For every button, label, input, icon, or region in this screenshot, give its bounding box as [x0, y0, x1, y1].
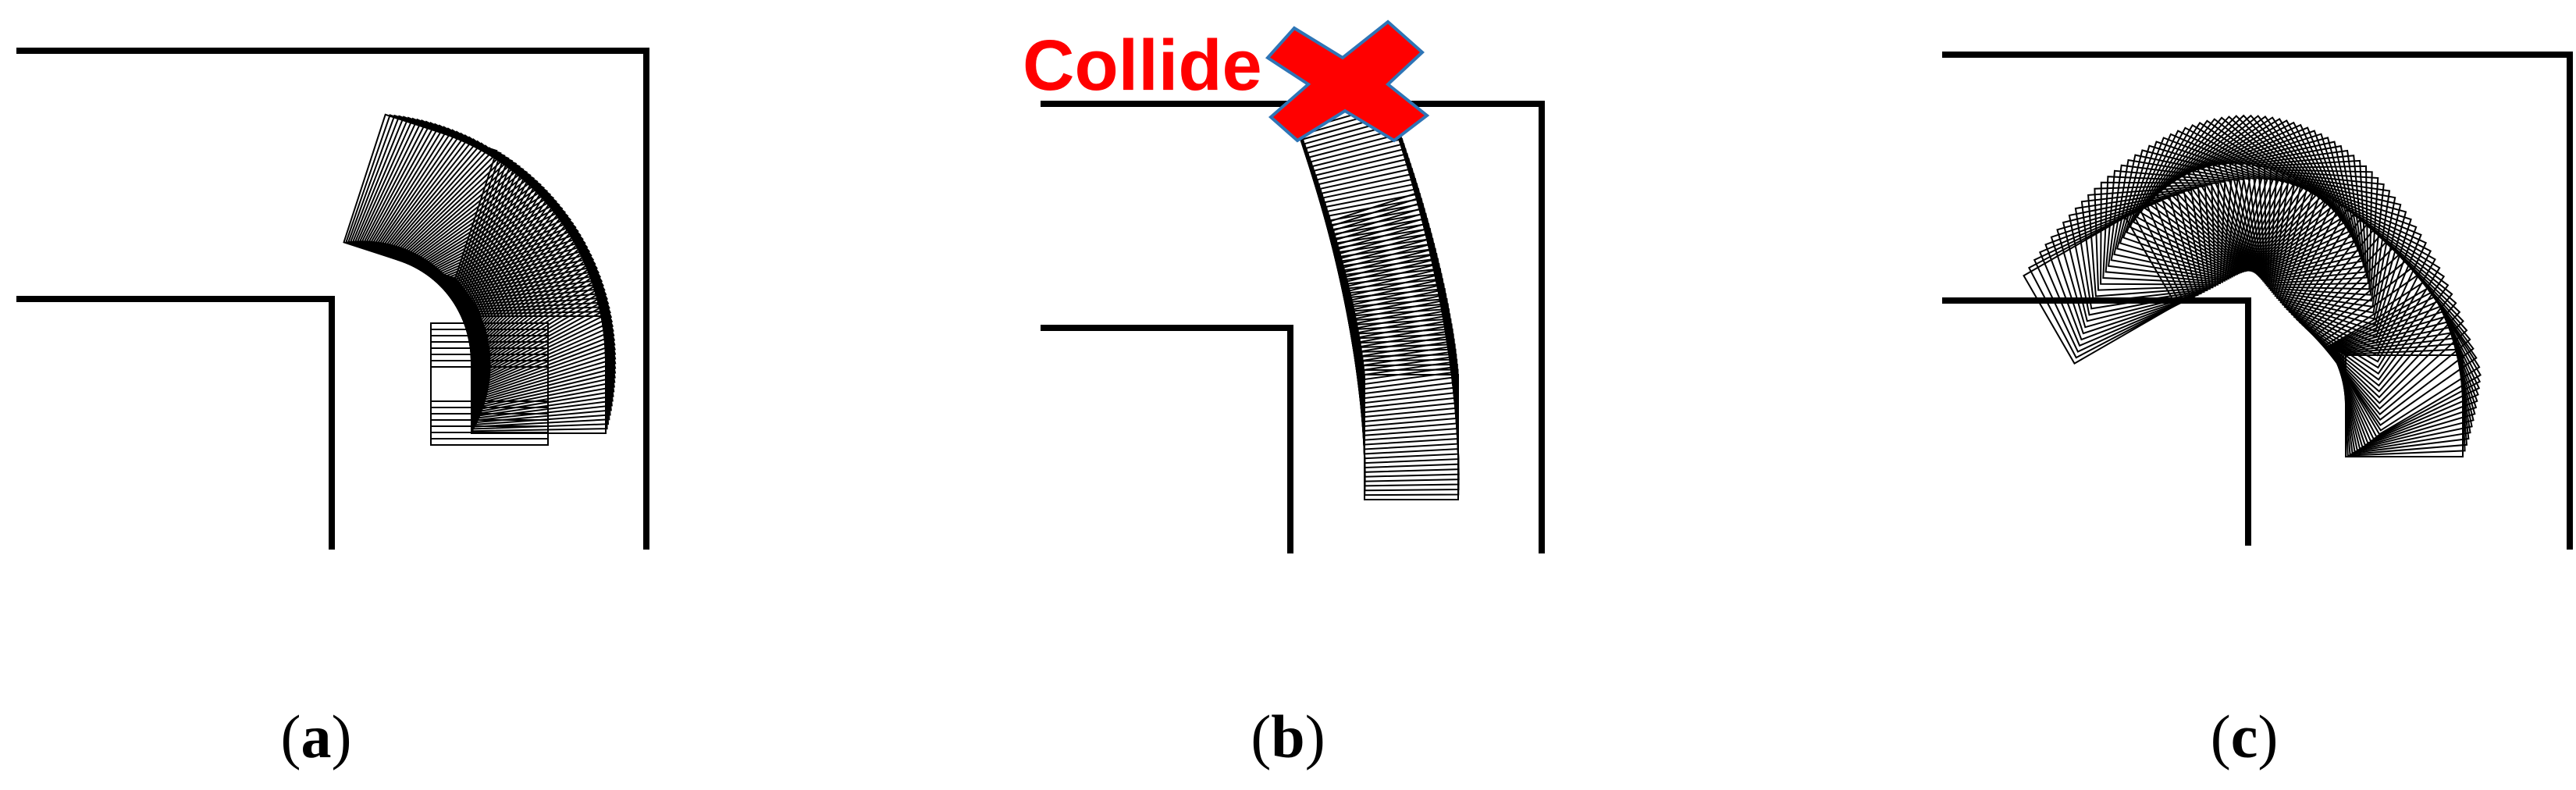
collision-cross-shape: [1265, 20, 1430, 143]
panel-a-inner-wall: [16, 296, 335, 550]
swept-frame: [2325, 280, 2481, 432]
caption-a-open: (: [280, 703, 301, 770]
panel-b-frames: [1287, 73, 1460, 500]
caption-a-letter: a: [301, 703, 332, 770]
swept-frame: [2339, 336, 2470, 454]
swept-frame: [2331, 310, 2478, 447]
swept-frame: [2155, 116, 2313, 272]
swept-frame: [2330, 305, 2478, 444]
cross-icon: [1265, 20, 1430, 143]
swept-frame: [2050, 199, 2196, 335]
swept-frame: [2269, 173, 2385, 302]
swept-frame: [2223, 133, 2357, 277]
swept-frame: [2263, 165, 2369, 286]
swept-frame: [2027, 212, 2181, 359]
swept-frame: [2033, 208, 2185, 353]
swept-frame: [2258, 159, 2368, 285]
swept-frame: [2115, 149, 2257, 279]
swept-frame: [2038, 205, 2189, 347]
panel-a-outer-wall: [16, 48, 649, 550]
swept-frame: [2218, 130, 2355, 276]
swept-frame: [2044, 202, 2193, 341]
swept-frame: [2129, 133, 2279, 276]
swept-frame: [2168, 114, 2325, 272]
swept-frame: [2307, 247, 2464, 404]
panel-a-walls: [16, 48, 649, 550]
swept-frame: [2143, 122, 2300, 273]
swept-frame: [343, 113, 498, 279]
swept-frame: [2074, 189, 2208, 310]
panel-c-frames: [2023, 114, 2482, 457]
swept-frame: [2298, 230, 2453, 387]
caption-a: (a): [222, 706, 410, 767]
swept-frame: [2023, 215, 2177, 365]
caption-c: (c): [2151, 706, 2338, 767]
collide-label: Collide: [1023, 26, 1262, 105]
swept-frame: [2272, 177, 2396, 314]
panel-b-walls: [1041, 101, 1545, 553]
panel-b-inner-wall: [1041, 325, 1293, 553]
swept-frame: [2296, 224, 2450, 381]
swept-frame: [2136, 126, 2290, 274]
swept-frame: [2105, 169, 2233, 283]
swept-frame: [2100, 181, 2219, 286]
swept-frame: [2288, 208, 2436, 363]
swept-frame: [2328, 295, 2481, 440]
swept-frame: [2240, 144, 2363, 281]
swept-frame: [2334, 320, 2475, 450]
swept-frame: [2080, 187, 2211, 304]
caption-b-open: (: [1251, 703, 1272, 770]
swept-frame: [430, 322, 549, 402]
caption-b: (b): [1194, 706, 1382, 767]
swept-frame: [2304, 241, 2461, 399]
swept-frame: [2234, 141, 2361, 279]
panel-c-inner-wall: [1942, 297, 2251, 546]
caption-a-close: ): [331, 703, 352, 770]
swept-frame: [2062, 194, 2202, 322]
swept-frame: [2283, 199, 2428, 351]
caption-c-close: ): [2258, 703, 2279, 770]
swept-frame: [2201, 121, 2347, 274]
swept-frame: [2301, 235, 2457, 393]
swept-frame: [2336, 326, 2473, 451]
caption-b-close: ): [1304, 703, 1325, 770]
swept-frame: [2140, 124, 2295, 274]
swept-frame: [2068, 191, 2205, 316]
swept-frame: [2251, 155, 2367, 283]
caption-c-open: (: [2210, 703, 2231, 770]
swept-frame: [2094, 183, 2216, 291]
swept-frame: [2126, 137, 2274, 276]
swept-frame: [2343, 348, 2466, 457]
swept-frame: [2177, 115, 2332, 272]
swept-frame: [2119, 144, 2263, 278]
panel-a-frames: [343, 113, 617, 446]
swept-frame: [2056, 196, 2199, 329]
swept-frame: [2327, 286, 2482, 436]
swept-frame: [2275, 183, 2407, 326]
swept-frame: [2122, 141, 2268, 277]
swept-frame: [2113, 154, 2251, 280]
swept-frame: [2110, 158, 2245, 281]
swept-frame: [2197, 119, 2345, 274]
swept-frame: [2163, 115, 2321, 272]
swept-frame: [2212, 126, 2353, 276]
swept-frame: [2327, 290, 2482, 438]
swept-frame: [2340, 343, 2468, 456]
swept-frame: [2172, 114, 2329, 272]
caption-b-letter: b: [1271, 703, 1305, 770]
swept-frame: [2102, 176, 2226, 285]
swept-frame: [2279, 191, 2418, 338]
swept-frame: [2107, 164, 2239, 282]
swept-frame: [2087, 185, 2214, 297]
swept-frame: [2147, 119, 2304, 272]
panel-b-outer-wall: [1041, 101, 1545, 553]
panel-c-outer-wall: [1942, 52, 2573, 550]
swept-frame: [2246, 149, 2365, 282]
swept-frame: [2186, 116, 2339, 272]
caption-c-letter: c: [2230, 703, 2258, 770]
